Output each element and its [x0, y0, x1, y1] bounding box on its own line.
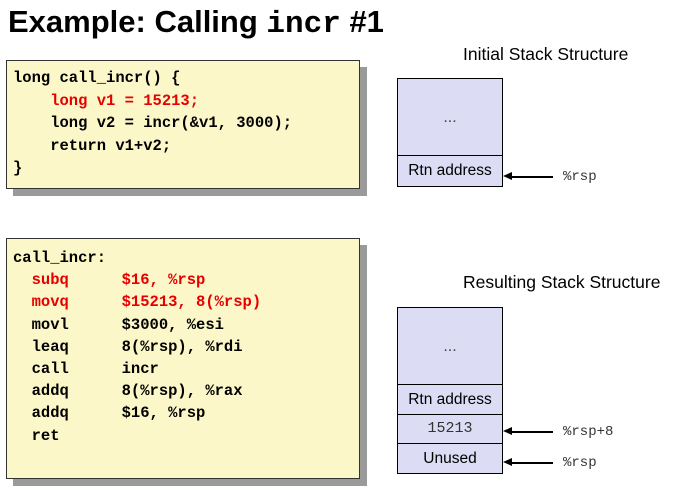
asm-instruction: movl	[31, 315, 69, 334]
stack-cell-value: 15213	[397, 414, 503, 444]
c-code-line: long call_incr() {	[13, 69, 181, 87]
stack-cell-ellipsis: ...	[397, 307, 503, 385]
arrow-left-icon	[503, 172, 553, 181]
asm-line: ret	[13, 425, 359, 447]
asm-instruction: call	[31, 359, 69, 378]
rsp-plus-8-pointer: %rsp+8	[503, 424, 613, 440]
arrow-left-icon	[503, 427, 553, 436]
asm-line: subq $16, %rsp	[13, 269, 359, 291]
resulting-stack-label: Resulting Stack Structure	[463, 272, 661, 292]
asm-line: leaq 8(%rsp), %rdi	[13, 336, 359, 358]
register-label: %rsp+8	[563, 424, 614, 440]
resulting-stack-diagram: ... Rtn address 15213 Unused	[397, 307, 503, 474]
stack-cell-return-address: Rtn address	[397, 383, 503, 416]
title-prefix: Example: Calling	[8, 4, 267, 39]
resulting-rsp-pointer: %rsp	[503, 455, 597, 471]
asm-operands: $16, %rsp	[121, 404, 206, 423]
asm-instruction: leaq	[31, 337, 69, 356]
asm-function-label: call_incr:	[13, 249, 107, 267]
asm-operands: incr	[121, 359, 159, 378]
asm-line: addq $16, %rsp	[13, 402, 359, 424]
asm-instruction: ret	[31, 426, 60, 445]
asm-operands: 8(%rsp), %rdi	[121, 337, 243, 356]
asm-operands: 8(%rsp), %rax	[121, 382, 243, 401]
title-function-name: incr	[266, 7, 341, 42]
stack-cell-unused: Unused	[397, 442, 503, 474]
c-code-line: long v2 = incr(&v1, 3000);	[13, 114, 293, 132]
register-label: %rsp	[563, 455, 597, 471]
initial-stack-diagram: ... Rtn address	[397, 78, 503, 187]
asm-instruction: addq	[31, 382, 69, 401]
c-code-line: long v1 = 15213;	[13, 91, 200, 110]
asm-line: movl $3000, %esi	[13, 314, 359, 336]
slide-title: Example: Calling incr #1	[8, 2, 384, 45]
c-code-line: return v1+v2;	[13, 136, 172, 155]
title-suffix: #1	[340, 4, 384, 39]
asm-instruction: subq	[31, 271, 69, 290]
asm-line: movq $15213, 8(%rsp)	[13, 291, 359, 313]
c-code-box: long call_incr() { long v1 = 15213; long…	[6, 60, 360, 189]
assembly-code-box: call_incr: subq $16, %rsp movq $15213, 8(%…	[6, 238, 360, 479]
asm-instruction: addq	[31, 404, 69, 423]
register-label: %rsp	[563, 169, 597, 185]
initial-rsp-pointer: %rsp	[503, 169, 597, 185]
asm-instruction: movq	[31, 293, 69, 312]
asm-operands: $15213, 8(%rsp)	[121, 293, 262, 312]
arrow-left-icon	[503, 458, 553, 467]
stack-cell-ellipsis: ...	[397, 78, 503, 156]
initial-stack-label: Initial Stack Structure	[463, 44, 629, 64]
asm-line: call incr	[13, 358, 359, 380]
asm-operands: $3000, %esi	[121, 315, 224, 334]
asm-line: addq 8(%rsp), %rax	[13, 380, 359, 402]
c-code-line: }	[13, 159, 23, 177]
asm-operands: $16, %rsp	[121, 271, 206, 290]
stack-cell-return-address: Rtn address	[397, 154, 503, 187]
